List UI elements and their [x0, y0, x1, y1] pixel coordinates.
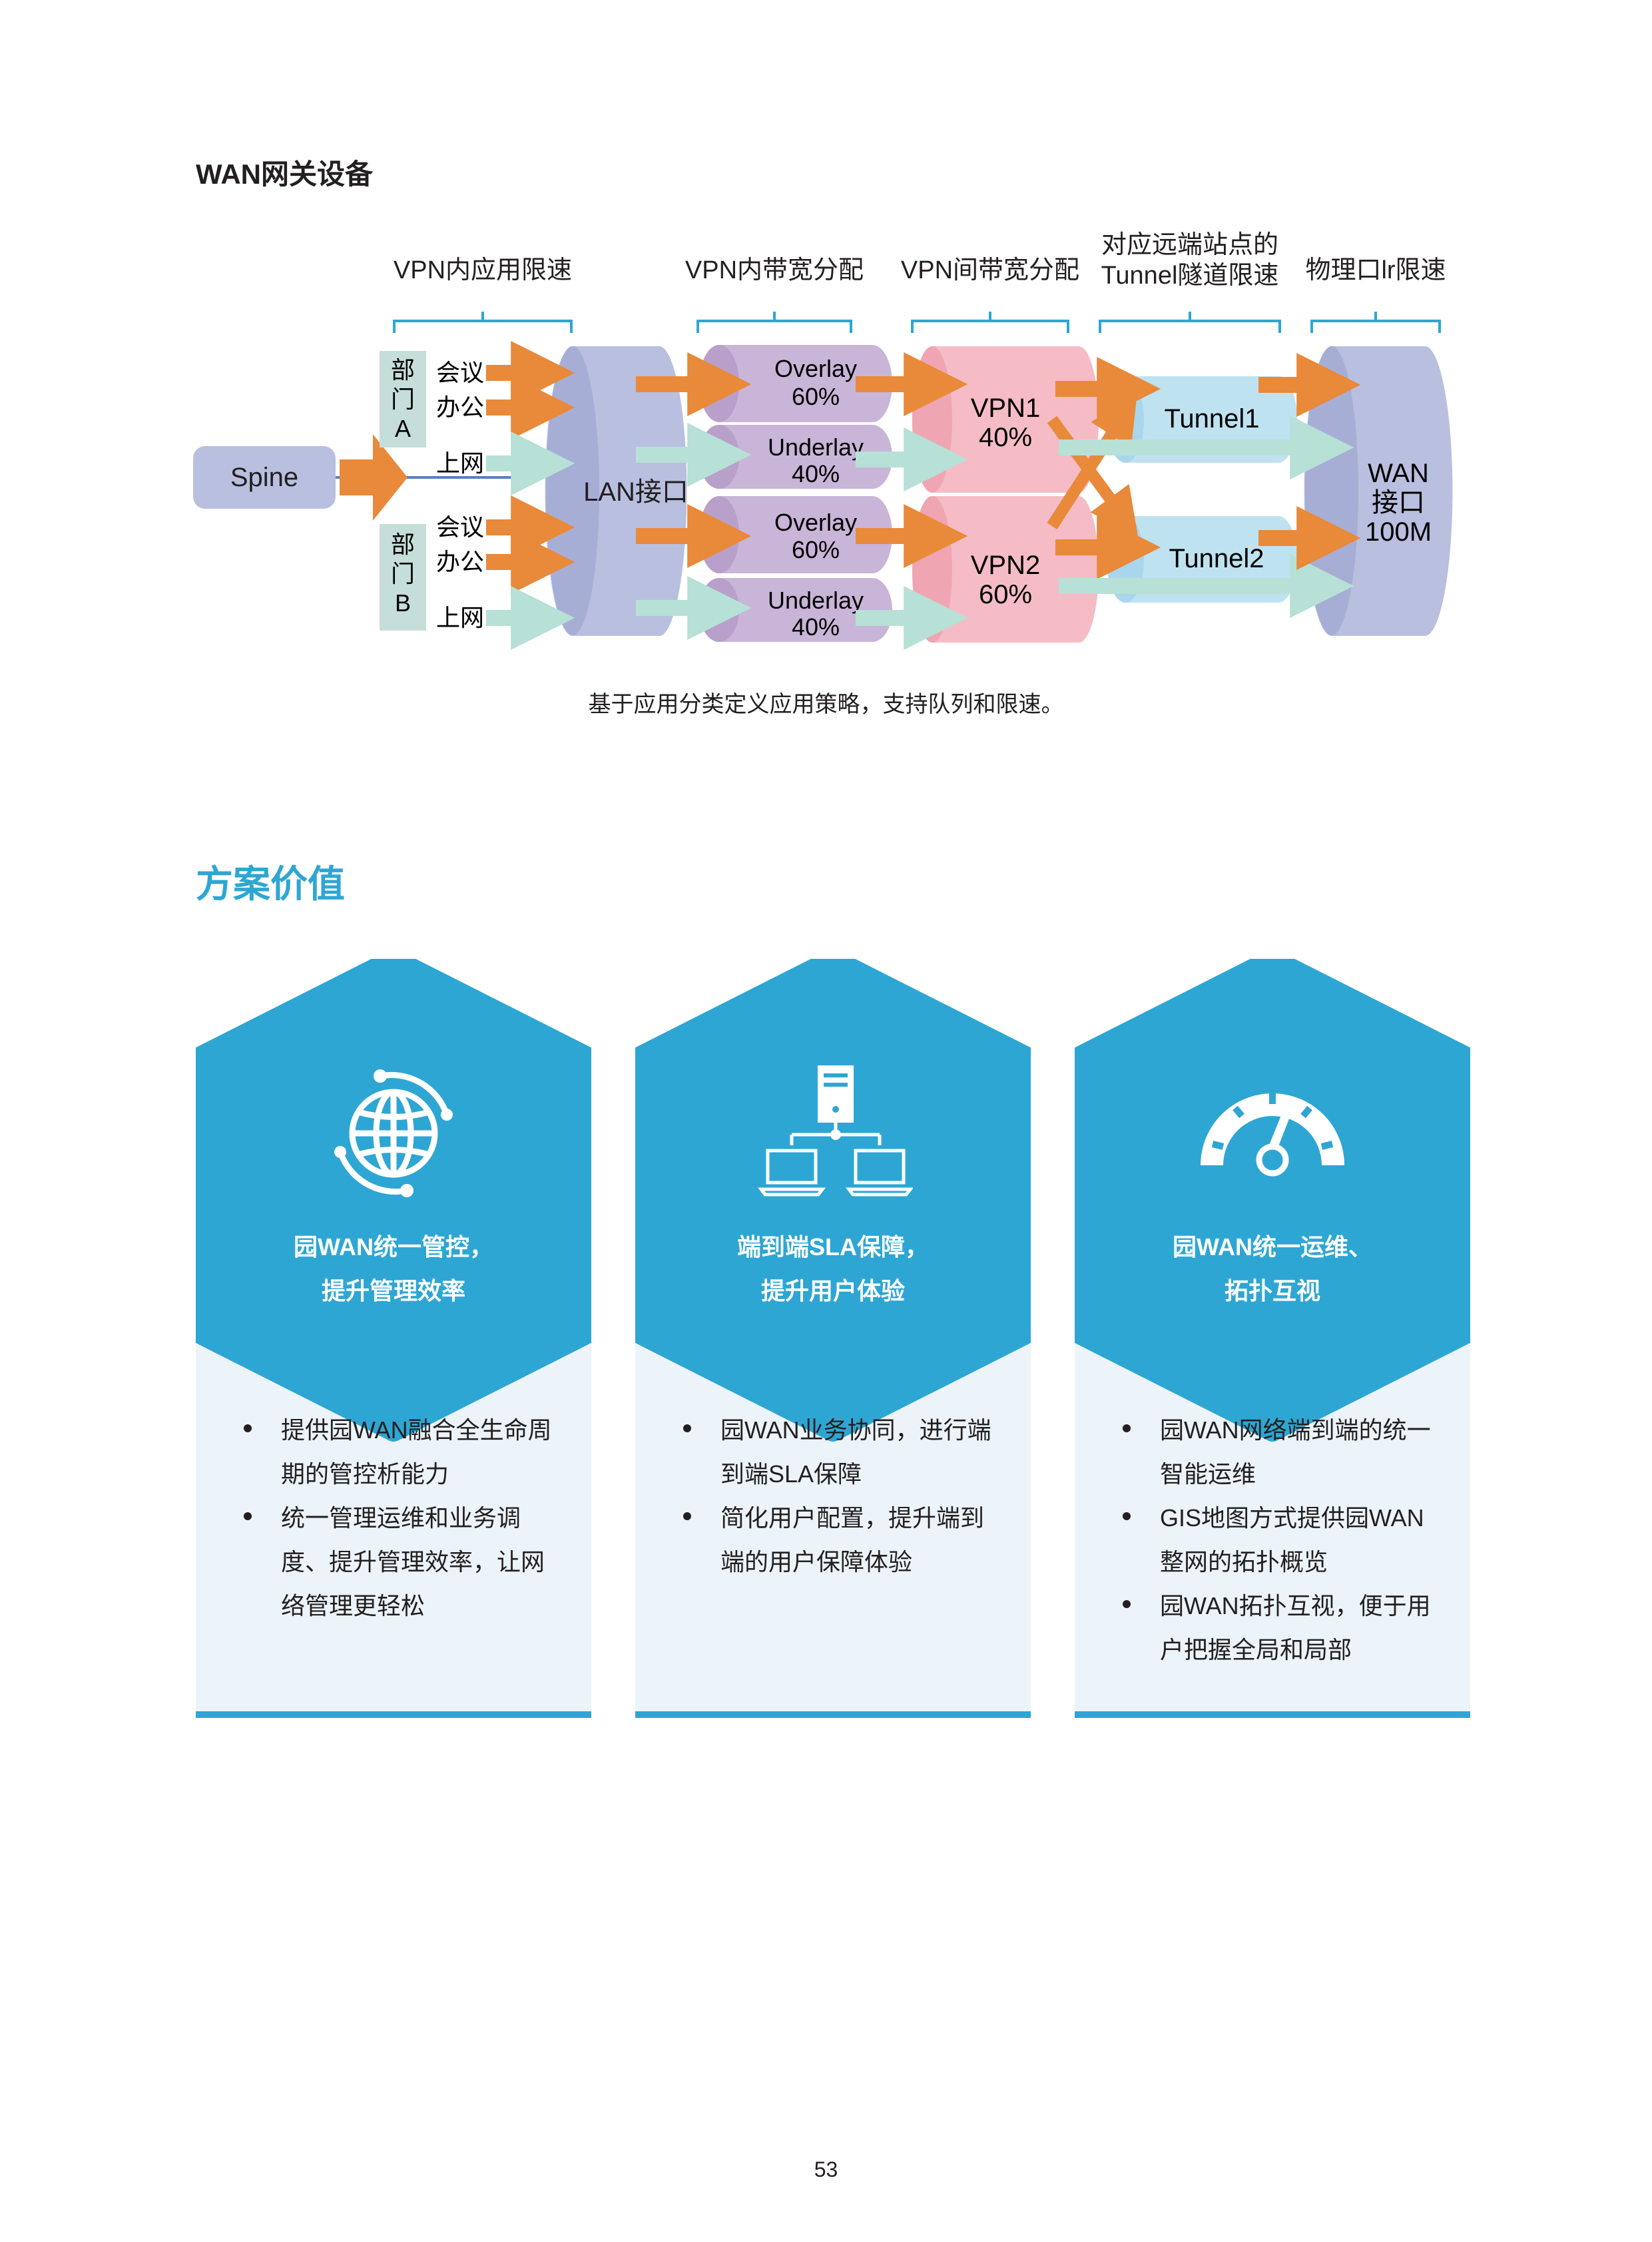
- card-1-title-line1: 园WAN统一管控，: [294, 1233, 493, 1261]
- app-flow-arrows: [486, 341, 575, 650]
- speedometer-icon: [1201, 1093, 1344, 1177]
- pipe-flow-arrows: [636, 352, 1361, 650]
- card-3-bullet: 园WAN网络端到端的统一智能运维: [1120, 1408, 1433, 1496]
- header-vpn-app-rate-limit: VPN内应用限速: [394, 256, 572, 284]
- card-3-title-line2: 拓扑互视: [1224, 1277, 1320, 1304]
- server-network-icon: [758, 1065, 913, 1197]
- wan-port-line3: 100M: [1365, 517, 1432, 547]
- app-label-office-a: 办公: [436, 394, 484, 421]
- value-card-end-to-end-sla: 端到端SLA保障， 提升用户体验 园WAN业务协同，进行端到端SLA保障 简化用…: [635, 959, 1031, 1725]
- dept-a-char-1: 部: [391, 356, 415, 384]
- vpn2-pct: 60%: [979, 580, 1032, 609]
- app-label-internet-a: 上网: [436, 449, 484, 477]
- overlay-a-pct: 60%: [792, 383, 840, 410]
- app-label-meeting-a: 会议: [436, 359, 484, 386]
- card-3-bullet-list: 园WAN网络端到端的统一智能运维 GIS地图方式提供园WAN整网的拓扑概览 园W…: [1120, 1408, 1433, 1672]
- overlay-b-label: Overlay: [774, 509, 857, 536]
- app-label-office-b: 办公: [436, 548, 484, 575]
- header-tunnel-line1: 对应远端站点的: [1101, 231, 1278, 259]
- wan-port-line2: 接口: [1372, 488, 1425, 517]
- card-2-bullet-list: 园WAN业务协同，进行端到端SLA保障 简化用户配置，提升端到端的用户保障体验: [681, 1408, 993, 1584]
- section-title-solution-value: 方案价值: [196, 863, 345, 905]
- underlay-b-label: Underlay: [768, 587, 864, 614]
- tunnel2-label: Tunnel2: [1169, 544, 1264, 573]
- overlay-b-pct: 60%: [792, 536, 840, 563]
- globe-network-icon: [334, 1069, 453, 1197]
- bandwidth-allocation-diagram: VPN内应用限速 VPN内带宽分配 VPN间带宽分配 对应远端站点的 Tunne…: [193, 231, 1453, 650]
- dept-b-char-3: B: [395, 589, 411, 617]
- card-2-title-line1: 端到端SLA保障，: [736, 1233, 929, 1261]
- vpn1-label: VPN1: [971, 394, 1041, 423]
- underlay-a-label: Underlay: [768, 433, 864, 461]
- dept-a-char-2: 门: [391, 386, 415, 413]
- header-tunnel-line2: Tunnel隧道限速: [1101, 262, 1279, 290]
- card-2-bullet: 简化用户配置，提升端到端的用户保障体验: [681, 1496, 993, 1584]
- header-physical-port: 物理口lr限速: [1305, 256, 1446, 284]
- underlay-b-pct: 40%: [792, 613, 840, 641]
- dept-b-char-2: 门: [391, 560, 415, 587]
- vpn2-label: VPN2: [971, 551, 1041, 580]
- dept-a-label-box: [380, 351, 426, 447]
- card-1-bullet: 提供园WAN融合全生命周期的管控析能力: [241, 1408, 554, 1496]
- dept-b-char-1: 部: [391, 531, 415, 558]
- card-1-title-line2: 提升管理效率: [321, 1277, 465, 1304]
- section-title-wan-gateway: WAN网关设备: [196, 158, 373, 190]
- value-card-unified-management: 园WAN统一管控， 提升管理效率 提供园WAN融合全生命周期的管控析能力 统一管…: [196, 959, 591, 1725]
- header-brackets: [393, 312, 1441, 333]
- card-3-bottom-bar: [1075, 1711, 1470, 1718]
- spine-label: Spine: [230, 463, 298, 492]
- wan-port-line1: WAN: [1368, 459, 1429, 488]
- diagram-caption: 基于应用分类定义应用策略，支持队列和限速。: [588, 692, 1064, 717]
- lan-port-label: LAN接口: [583, 477, 688, 507]
- header-inter-vpn-bandwidth: VPN间带宽分配: [901, 256, 1079, 284]
- dept-b-label-box: [380, 524, 426, 631]
- card-1-bottom-bar: [196, 1711, 591, 1718]
- header-vpn-bandwidth: VPN内带宽分配: [685, 256, 864, 284]
- card-3-bullet: GIS地图方式提供园WAN整网的拓扑概览: [1120, 1496, 1433, 1584]
- card-1-bullet: 统一管理运维和业务调度、提升管理效率，让网络管理更轻松: [241, 1496, 554, 1628]
- underlay-a-pct: 40%: [792, 460, 840, 487]
- app-label-meeting-b: 会议: [436, 513, 484, 541]
- overlay-a-label: Overlay: [774, 355, 857, 382]
- card-3-title-line1: 园WAN统一运维、: [1173, 1233, 1372, 1261]
- tunnel1-label: Tunnel1: [1164, 404, 1259, 433]
- card-2-title-line2: 提升用户体验: [760, 1277, 905, 1304]
- card-1-bullet-list: 提供园WAN融合全生命周期的管控析能力 统一管理运维和业务调度、提升管理效率，让…: [241, 1408, 554, 1628]
- value-card-unified-ops-topology: 园WAN统一运维、 拓扑互视 园WAN网络端到端的统一智能运维 GIS地图方式提…: [1075, 959, 1470, 1725]
- page-number: 53: [814, 2157, 838, 2181]
- spine-node: [193, 446, 336, 509]
- card-2-bullet: 园WAN业务协同，进行端到端SLA保障: [681, 1408, 993, 1496]
- dept-a-char-3: A: [395, 415, 411, 442]
- app-label-internet-b: 上网: [436, 604, 484, 631]
- vpn1-pct: 40%: [979, 423, 1032, 452]
- card-3-bullet: 园WAN拓扑互视，便于用户把握全局和局部: [1120, 1584, 1433, 1672]
- spine-arrow: [340, 434, 408, 521]
- card-2-bottom-bar: [635, 1711, 1031, 1718]
